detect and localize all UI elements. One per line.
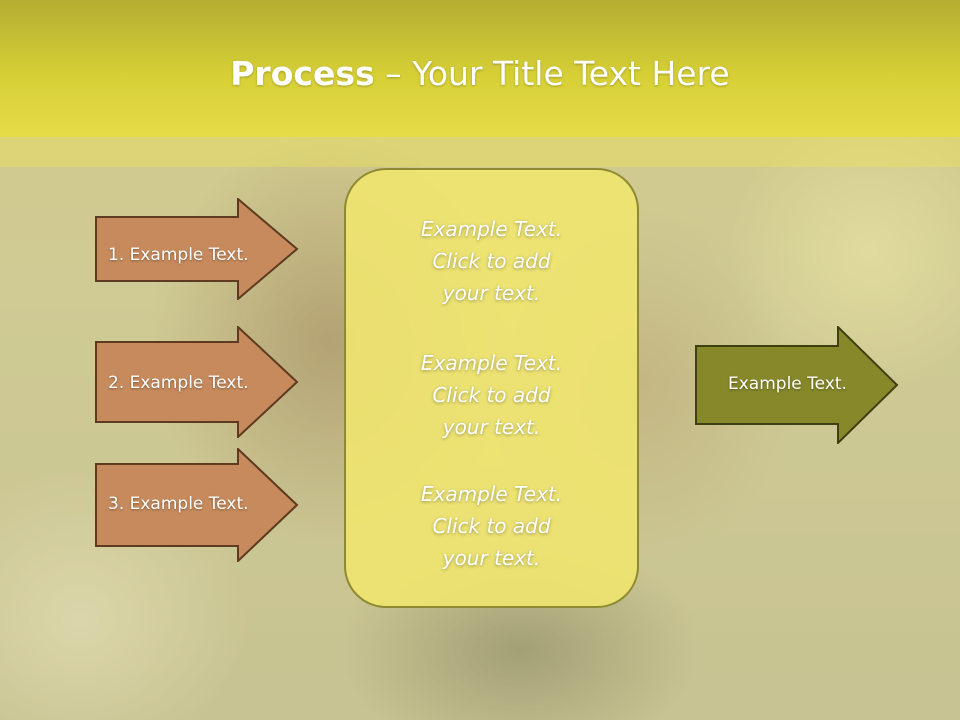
- left-arrow-2-label: 2. Example Text.: [108, 373, 249, 393]
- center-text-line: Example Text.: [420, 351, 563, 375]
- title-bold: Process: [230, 54, 375, 93]
- center-text-line: your text.: [442, 415, 541, 439]
- center-text-block-1[interactable]: Example Text. Click to add your text.: [344, 213, 639, 309]
- center-text-block-2[interactable]: Example Text. Click to add your text.: [344, 347, 639, 443]
- right-arrow-shape-icon: [695, 326, 899, 444]
- left-arrow-2[interactable]: 2. Example Text.: [94, 326, 300, 438]
- left-arrow-3-label: 3. Example Text.: [108, 494, 249, 514]
- center-text-line: Example Text.: [420, 482, 563, 506]
- left-arrow-1[interactable]: 1. Example Text.: [94, 198, 300, 300]
- center-text-line: your text.: [442, 546, 541, 570]
- slide-title[interactable]: Process – Your Title Text Here: [0, 52, 960, 96]
- left-arrow-1-label: 1. Example Text.: [108, 245, 249, 265]
- title-dash: –: [374, 54, 413, 93]
- title-rest: Your Title Text Here: [412, 54, 730, 93]
- title-band-fade: [0, 137, 960, 167]
- center-content-box[interactable]: [344, 168, 639, 608]
- center-text-line: your text.: [442, 281, 541, 305]
- right-arrow-shape-icon: [95, 326, 299, 438]
- title-band: [0, 0, 960, 137]
- right-arrow-shape-icon: [95, 198, 299, 300]
- center-text-line: Click to add: [432, 383, 551, 407]
- center-text-line: Click to add: [432, 514, 551, 538]
- right-arrow[interactable]: Example Text.: [694, 326, 900, 444]
- center-text-block-3[interactable]: Example Text. Click to add your text.: [344, 478, 639, 574]
- center-text-line: Click to add: [432, 249, 551, 273]
- right-arrow-label: Example Text.: [728, 374, 847, 394]
- center-text-line: Example Text.: [420, 217, 563, 241]
- right-arrow-shape-icon: [95, 448, 299, 562]
- left-arrow-3[interactable]: 3. Example Text.: [94, 448, 300, 562]
